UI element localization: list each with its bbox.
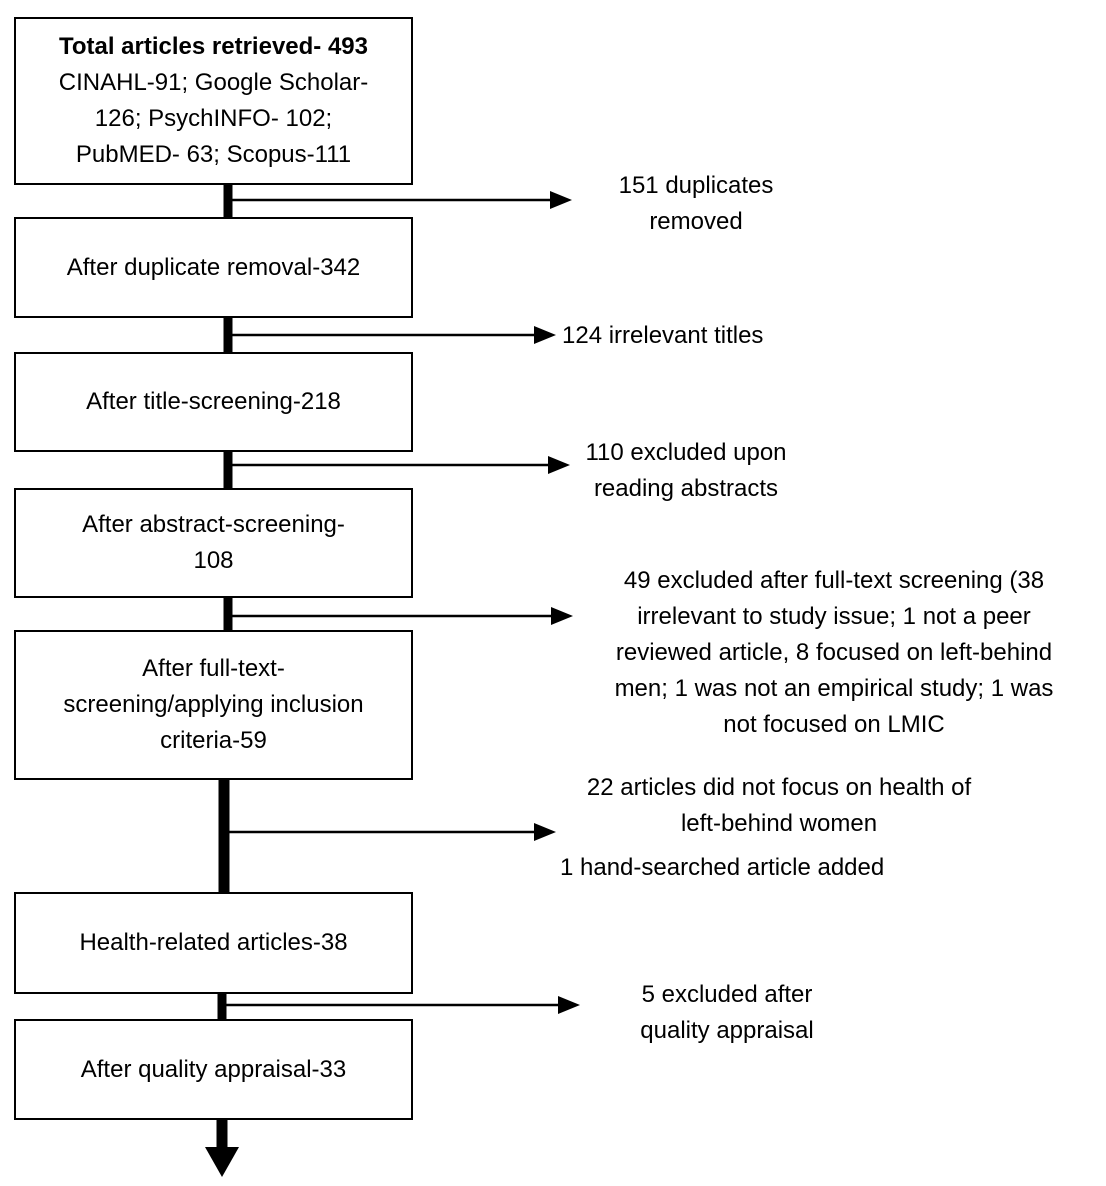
box-abstract-line1: After abstract-screening-	[82, 511, 345, 538]
box-after-abstract-screening: After abstract-screening- 108	[14, 488, 413, 598]
box-health-label: Health-related articles-38	[79, 929, 348, 956]
note-duplicates-line2: removed	[649, 208, 743, 235]
note-duplicates-removed: 151 duplicates removed	[560, 168, 832, 240]
box-fulltext-line2: screening/applying inclusion	[63, 691, 364, 718]
note-abstracts-line1: 110 excluded upon	[585, 439, 787, 466]
note-duplicates-line1: 151 duplicates	[618, 172, 774, 199]
box-total-title: Total articles retrieved- 493	[58, 33, 369, 60]
box-total-line3: PubMED- 63; Scopus-111	[75, 141, 352, 168]
note-fulltext-line3: reviewed article, 8 focused on left-behi…	[615, 639, 1053, 666]
note-fulltext-excluded: 49 excluded after full-text screening (3…	[574, 563, 1094, 743]
box-after-title-screening: After title-screening-218	[14, 352, 413, 452]
box-after-duplicates: After duplicate removal-342	[14, 217, 413, 318]
box-fulltext-line3: criteria-59	[160, 727, 267, 754]
note-health-excluded: 22 articles did not focus on health of l…	[548, 770, 1010, 842]
box-total-line2: 126; PsychINFO- 102;	[94, 105, 333, 132]
box-after-title-screening-label: After title-screening-218	[86, 388, 341, 415]
box-quality-label: After quality appraisal-33	[80, 1055, 347, 1083]
arrowhead-abstracts	[548, 456, 570, 474]
arrowhead-final	[205, 1147, 239, 1177]
note-quality-line2: quality appraisal	[640, 1017, 814, 1044]
arrowhead-titles	[534, 326, 556, 344]
note-abstracts-excluded: 110 excluded upon reading abstracts	[560, 435, 812, 507]
box-fulltext-line1: After full-text-	[142, 655, 285, 682]
note-health-line1: 22 articles did not focus on health of	[586, 774, 972, 801]
arrowhead-duplicates	[550, 191, 572, 209]
arrowhead-health	[534, 823, 556, 841]
box-total-line1: CINAHL-91; Google Scholar-	[58, 69, 369, 96]
arrowhead-quality	[558, 996, 580, 1014]
note-quality-line1: 5 excluded after	[641, 981, 813, 1008]
note-abstracts-line2: reading abstracts	[593, 475, 779, 502]
note-hand-searched-line1: 1 hand-searched article added	[560, 854, 885, 881]
box-after-quality-appraisal: After quality appraisal-33	[14, 1019, 413, 1120]
box-abstract-line2: 108	[193, 547, 234, 574]
box-after-duplicates-label: After duplicate removal-342	[66, 253, 361, 281]
arrowhead-fulltext	[551, 607, 573, 625]
note-quality-excluded: 5 excluded after quality appraisal	[612, 977, 842, 1049]
note-hand-searched: 1 hand-searched article added	[560, 850, 940, 886]
note-irrelevant-titles: 124 irrelevant titles	[562, 318, 814, 354]
box-after-fulltext-screening: After full-text- screening/applying incl…	[14, 630, 413, 780]
note-titles-line1: 124 irrelevant titles	[562, 322, 764, 349]
note-fulltext-line4: men; 1 was not an empirical study; 1 was	[614, 675, 1054, 702]
note-fulltext-line1: 49 excluded after full-text screening (3…	[623, 567, 1045, 594]
note-health-line2: left-behind women	[680, 810, 878, 837]
note-fulltext-line2: irrelevant to study issue; 1 not a peer	[637, 603, 1031, 630]
note-fulltext-line5: not focused on LMIC	[723, 711, 945, 738]
box-total-retrieved: Total articles retrieved- 493 CINAHL-91;…	[14, 17, 413, 185]
box-health-related: Health-related articles-38	[14, 892, 413, 994]
